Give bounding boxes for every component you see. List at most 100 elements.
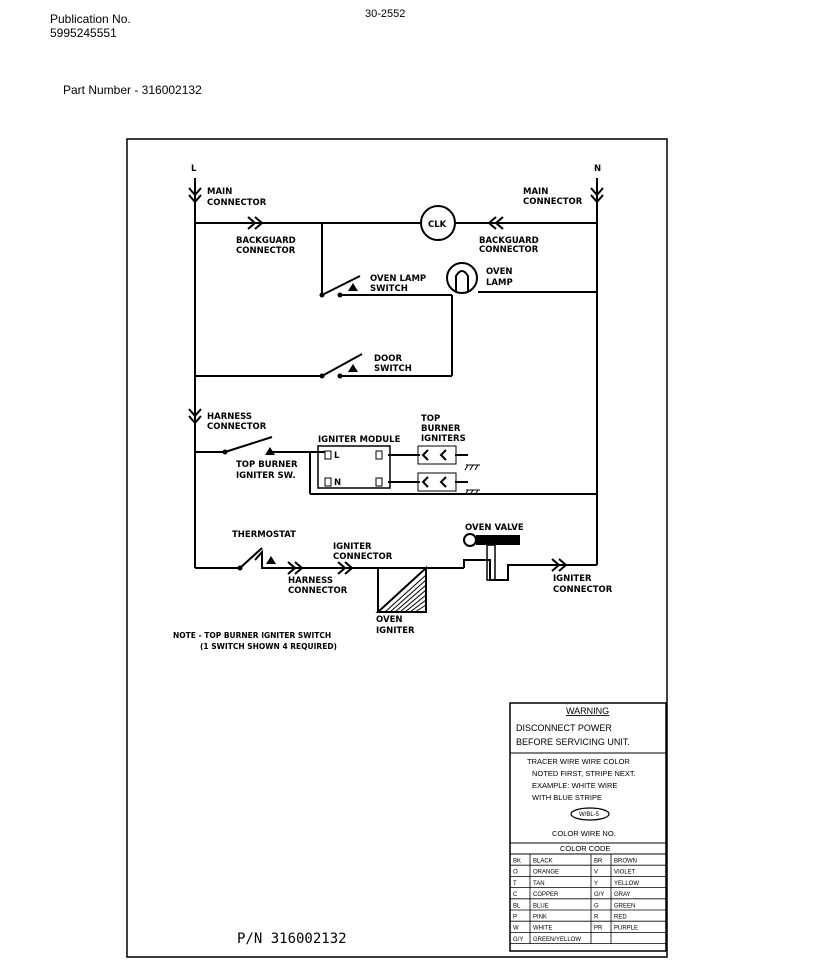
oven-lamp-icon	[446, 262, 478, 294]
top-burner-igniter-sw-line2: IGNITER SW.	[236, 471, 296, 481]
backguard-connector-right-icon	[487, 216, 504, 230]
color-table-cell: C	[513, 892, 518, 898]
top-burner-igniters-line1: TOP	[421, 414, 440, 424]
color-table-cell: T	[513, 881, 517, 887]
color-table-cell: WHITE	[533, 926, 552, 932]
color-table-cell: G	[594, 903, 599, 909]
warning-title: WARNING	[566, 706, 609, 716]
main-connector-left-line1: MAIN	[207, 187, 232, 197]
tracer-line: TRACER WIRE WIRE COLOR	[527, 757, 631, 766]
door-switch-icon	[319, 353, 363, 379]
wire-badge-icon	[570, 807, 610, 821]
footer-part-number: P/N 316002132	[237, 931, 347, 947]
harness-connector-bottom-icon	[287, 561, 304, 575]
color-table-cell: TAN	[533, 881, 545, 887]
harness-connector-top-line1: HARNESS	[207, 412, 252, 422]
oven-lamp-switch-line2: SWITCH	[370, 284, 408, 294]
noted-line: NOTED FIRST, STRIPE NEXT.	[532, 769, 636, 778]
igniter-connector-top-line1: IGNITER	[333, 542, 372, 552]
top-burner-igniters-icon	[417, 445, 480, 496]
example-line: EXAMPLE: WHITE WIRE	[532, 781, 617, 790]
igniter-connector-top-icon	[337, 561, 354, 575]
color-table-cell: PR	[594, 926, 603, 932]
backguard-right-line1: BACKGUARD	[479, 236, 539, 246]
color-table-cell: GREEN/YELLOW	[533, 937, 581, 943]
color-table-cell: BL	[513, 903, 521, 909]
color-table-cell: ORANGE	[533, 870, 559, 876]
harness-connector-top-line2: CONNECTOR	[207, 422, 267, 432]
color-table-cell: Y	[594, 881, 598, 887]
part-number: Part Number - 316002132	[63, 83, 202, 97]
igniter-connector-top-line2: CONNECTOR	[333, 552, 393, 562]
color-table-cell: VIOLET	[614, 870, 636, 876]
publication-number: 5995245551	[50, 26, 117, 40]
oven-lamp-line1: OVEN	[486, 267, 513, 277]
main-connector-right-line2: CONNECTOR	[523, 197, 583, 207]
top-burner-igniters-line3: IGNITERS	[421, 434, 466, 444]
color-table-cell: PURPLE	[614, 926, 638, 932]
color-table-cell: COPPER	[533, 892, 559, 898]
backguard-left-line2: CONNECTOR	[236, 246, 296, 256]
color-table-cell: G/Y	[513, 937, 523, 943]
note-line1: NOTE - TOP BURNER IGNITER SWITCH	[173, 631, 331, 640]
color-table-cell: V	[594, 870, 598, 876]
note-line2: (1 SWITCH SHOWN 4 REQUIRED)	[200, 642, 337, 651]
color-table-cell: RED	[614, 915, 627, 921]
wires	[194, 178, 598, 610]
backguard-right-line2: CONNECTOR	[479, 245, 539, 255]
color-table-cell: GREEN	[614, 903, 635, 909]
top-burner-igniter-switch-icon	[222, 436, 275, 455]
oven-igniter-icon	[375, 565, 427, 613]
oven-lamp-switch-line1: OVEN LAMP	[370, 274, 426, 284]
label-L: L	[191, 164, 197, 174]
warning-box	[509, 702, 667, 952]
oven-lamp-switch-icon	[319, 275, 361, 298]
oven-valve-icon	[463, 533, 520, 581]
backguard-left-line1: BACKGUARD	[236, 236, 296, 246]
igniter-connector-right-line2: CONNECTOR	[553, 585, 613, 595]
with-blue-line: WITH BLUE STRIPE	[532, 793, 602, 802]
clk-label: CLK	[428, 220, 447, 230]
color-table-cell: W	[513, 926, 519, 932]
backguard-connector-left-icon	[247, 216, 264, 230]
oven-igniter-line1: OVEN	[376, 615, 403, 625]
color-code-title: COLOR CODE	[560, 844, 610, 853]
harness-connector-bottom-line2: CONNECTOR	[288, 586, 348, 596]
color-table-cell: BK	[513, 859, 521, 865]
oven-valve-label: OVEN VALVE	[465, 523, 524, 533]
igniter-connector-right-icon	[551, 558, 568, 572]
module-L-label: L	[334, 451, 340, 461]
color-table-cell: R	[594, 915, 599, 921]
main-connector-left-line2: CONNECTOR	[207, 198, 267, 208]
oven-igniter-line2: IGNITER	[376, 626, 415, 636]
main-connector-right-icon	[590, 187, 604, 204]
color-wire-no: COLOR WIRE NO.	[552, 829, 616, 838]
color-table-cell: P	[513, 915, 517, 921]
label-N: N	[594, 164, 601, 174]
color-table-cell: BR	[594, 859, 603, 865]
thermostat-label: THERMOSTAT	[232, 530, 296, 540]
igniter-module-label: IGNITER MODULE	[318, 435, 401, 445]
color-table-cell: BLUE	[533, 903, 549, 909]
publication-label: Publication No.	[50, 12, 131, 26]
warning-line1: DISCONNECT POWER	[516, 723, 612, 733]
color-table-cell: G/Y	[594, 892, 604, 898]
top-burner-igniters-line2: BURNER	[421, 424, 461, 434]
main-connector-left-icon	[188, 187, 202, 204]
color-table-cell: GRAY	[614, 892, 631, 898]
thermostat-icon	[237, 547, 276, 571]
color-table-cell: BROWN	[614, 859, 637, 865]
document-code: 30-2552	[365, 8, 406, 20]
oven-lamp-line2: LAMP	[486, 278, 513, 288]
diagram-frame	[126, 138, 668, 958]
harness-connector-bottom-line1: HARNESS	[288, 576, 333, 586]
igniter-connector-right-line1: IGNITER	[553, 574, 592, 584]
top-burner-igniter-sw-line1: TOP BURNER	[236, 460, 298, 470]
color-table-cell: O	[513, 870, 518, 876]
harness-connector-top-icon	[188, 408, 202, 425]
color-table-cell: BLACK	[533, 859, 553, 865]
module-N-label: N	[334, 478, 341, 488]
color-table-cell: PINK	[533, 915, 547, 921]
